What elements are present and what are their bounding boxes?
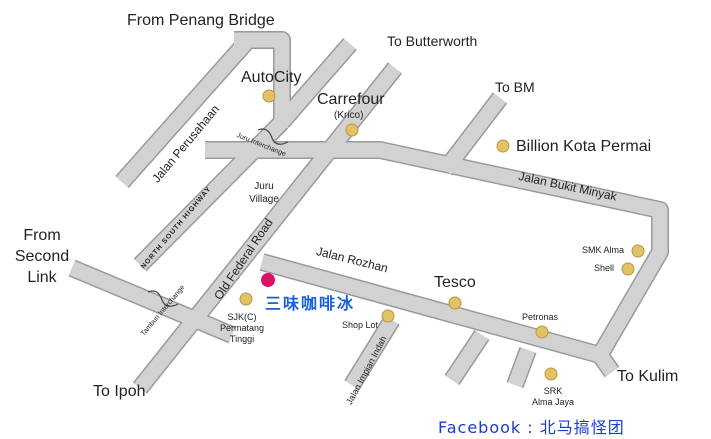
label-autocity: AutoCity: [241, 69, 302, 86]
facebook-caption: Facebook : 北马搞怪团: [438, 418, 625, 437]
destination-label: 三味咖啡冰: [265, 294, 356, 313]
poi-srk: [544, 367, 558, 381]
poi-billion: [496, 139, 510, 153]
poi-shop-lot: [381, 309, 395, 323]
label-from-penang-bridge: From Penang Bridge: [127, 12, 275, 29]
label-srk-alma-jaya: SRK Alma Jaya: [531, 386, 575, 407]
label-to-bm: To BM: [495, 79, 535, 95]
poi-markers: [239, 89, 645, 381]
tambun-interchange-mark: [147, 290, 179, 307]
label-billion: Billion Kota Permai: [516, 138, 652, 155]
poi-shell: [621, 262, 635, 276]
poi-smk-alma: [631, 244, 645, 258]
label-shell: Shell: [594, 263, 615, 273]
poi-carrefour: [345, 123, 359, 137]
poi-sjkc: [239, 292, 253, 306]
destination-marker: [261, 273, 275, 287]
label-juru-village: Juru Village: [249, 181, 279, 205]
label-sjkc-permatang-tinggi: SJK(C) Permatang Tinggi: [219, 312, 265, 344]
label-tesco: Tesco: [434, 274, 476, 291]
poi-autocity: [262, 89, 276, 103]
label-shop-lot: Shop Lot: [342, 320, 379, 330]
poi-petronas: [535, 325, 549, 339]
poi-tesco: [448, 296, 462, 310]
label-krico: (Krico): [334, 110, 364, 121]
label-from-second-link: From Second Link: [14, 227, 70, 286]
label-to-kulim: To Kulim: [617, 368, 679, 385]
label-petronas: Petronas: [522, 312, 559, 322]
label-carrefour: Carrefour: [317, 91, 385, 108]
label-to-butterworth: To Butterworth: [387, 33, 478, 49]
juru-interchange-mark: [257, 128, 289, 145]
road-fill: [69, 32, 668, 393]
label-smk-alma: SMK Alma: [582, 245, 625, 255]
label-to-ipoh: To Ipoh: [93, 383, 146, 400]
